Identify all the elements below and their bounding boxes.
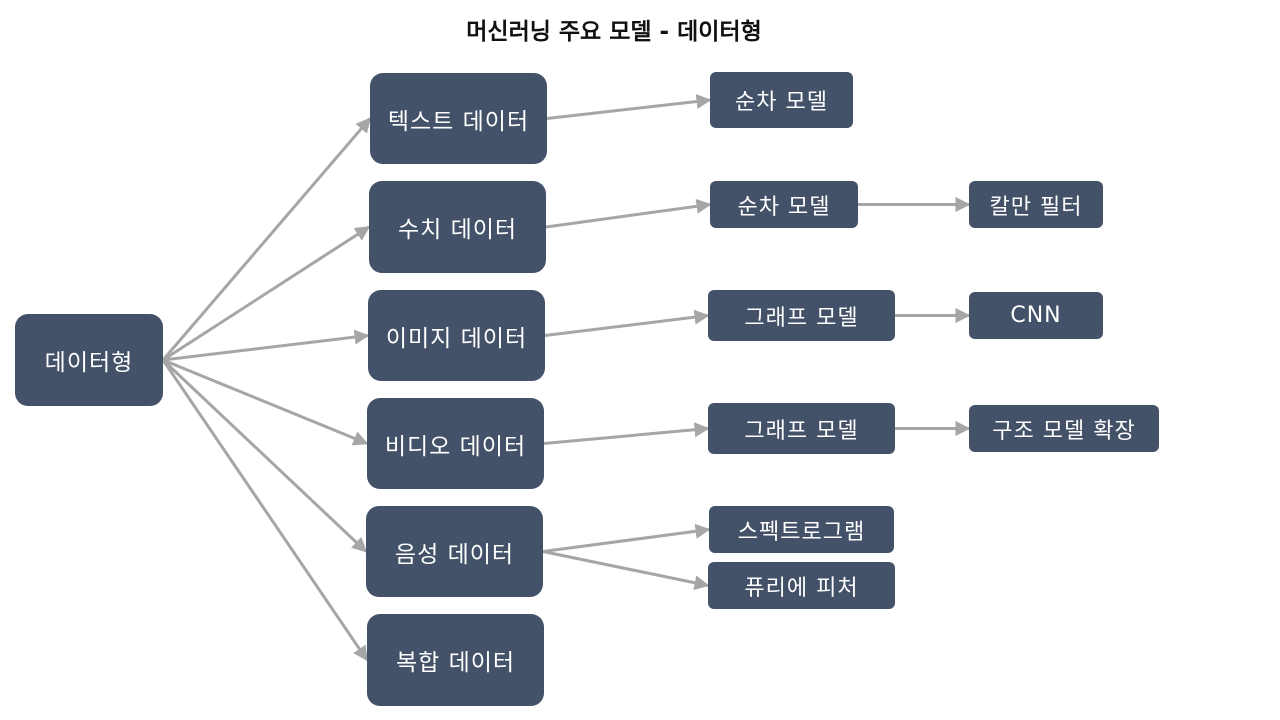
node-sequential-model-1[interactable]: 순차 모델 (710, 72, 853, 128)
node-image-data[interactable]: 이미지 데이터 (368, 290, 545, 381)
node-fourier-feature[interactable]: 퓨리에 피처 (708, 562, 895, 609)
edge-root-to-video_data (162, 358, 369, 446)
node-kalman-filter[interactable]: 칼만 필터 (969, 181, 1103, 228)
node-composite-data[interactable]: 복합 데이터 (367, 614, 544, 706)
node-spectrogram[interactable]: 스펙트로그램 (709, 506, 894, 553)
edge-audio_data-to-spectrogram (542, 523, 711, 553)
node-audio-data[interactable]: 음성 데이터 (366, 506, 543, 597)
edge-root-to-composite_data (161, 359, 369, 662)
edge-numeric_data-to-seq_model_2 (545, 198, 712, 229)
node-structure-model-extension[interactable]: 구조 모델 확장 (969, 405, 1159, 452)
edge-root-to-text_data (161, 117, 372, 361)
node-text-data[interactable]: 텍스트 데이터 (370, 73, 547, 164)
edge-video_data-to-graph_model_2 (543, 422, 710, 445)
node-sequential-model-2[interactable]: 순차 모델 (710, 181, 858, 228)
diagram-title: 머신러닝 주요 모델 - 데이터형 (466, 19, 762, 45)
node-root-data-type[interactable]: 데이터형 (15, 314, 163, 406)
edge-image_data-to-graph_model_1 (544, 309, 710, 337)
edge-root-to-numeric_data (162, 225, 371, 362)
node-cnn[interactable]: CNN (969, 292, 1103, 339)
edge-audio_data-to-fourier_feature (542, 550, 710, 591)
edge-root-to-audio_data (161, 358, 368, 553)
edge-text_data-to-seq_model_1 (546, 94, 712, 120)
node-numeric-data[interactable]: 수치 데이터 (369, 181, 546, 273)
node-video-data[interactable]: 비디오 데이터 (367, 398, 544, 489)
node-graph-model-1[interactable]: 그래프 모델 (708, 290, 895, 341)
edge-root-to-image_data (162, 329, 370, 362)
node-graph-model-2[interactable]: 그래프 모델 (708, 403, 895, 454)
